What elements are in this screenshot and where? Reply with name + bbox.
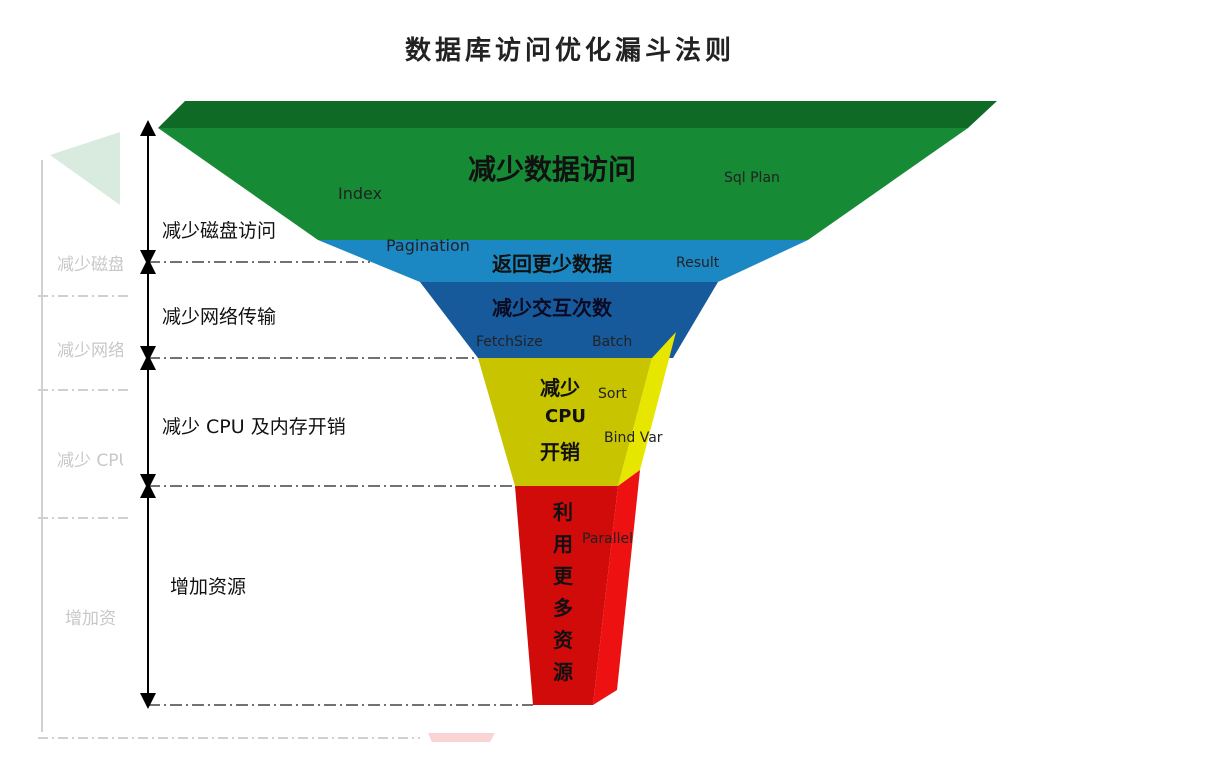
label-add-resources: 增加资源 <box>170 576 247 598</box>
ghost-label-network: 减少网络 <box>57 341 123 361</box>
ghost-label-resources: 增加资 <box>65 609 116 629</box>
stage-reduce-cpu-line2: CPU <box>545 406 587 427</box>
tech-sql-plan: Sql Plan <box>724 170 780 186</box>
stage-reduce-cpu-line3: 开销 <box>540 440 580 464</box>
tech-parallel: Parallel <box>582 531 634 547</box>
ghost-funnel-top <box>50 132 120 205</box>
tech-bind-var: Bind Var <box>604 430 663 446</box>
funnel-segment-red <box>515 486 618 705</box>
stage-reduce-interactions: 减少交互次数 <box>492 296 612 320</box>
tech-index: Index <box>338 184 383 203</box>
tech-sort: Sort <box>598 386 627 402</box>
tech-fetchsize: FetchSize <box>476 334 543 350</box>
ghost-axis <box>38 160 420 739</box>
tech-result: Result <box>676 255 720 271</box>
label-reduce-cpu: 减少 CPU 及内存开销 <box>162 416 346 438</box>
funnel-segment-green <box>158 128 968 240</box>
funnel-rim <box>158 101 997 128</box>
label-reduce-network: 减少网络传输 <box>162 306 277 328</box>
label-reduce-disk: 减少磁盘访问 <box>162 220 277 242</box>
funnel-segment-red-side <box>593 470 640 705</box>
stage-reduce-data-access: 减少数据访问 <box>468 153 637 186</box>
tech-pagination: Pagination <box>386 236 470 255</box>
funnel-segment-lightblue <box>318 240 808 282</box>
funnel-segment-yellow-side <box>618 332 676 486</box>
ghost-label-disk: 减少磁盘 <box>57 255 123 275</box>
ghost-funnel-bottom <box>428 733 495 742</box>
stage-reduce-cpu-line1: 减少 <box>540 376 580 400</box>
dash-separators <box>148 261 533 706</box>
ghost-label-cpu: 减少 CPU <box>57 451 123 471</box>
stage-use-more-resources: 利用更多资源 <box>553 500 573 684</box>
funnel-segment-yellow <box>478 358 652 486</box>
stage-return-less-data: 返回更少数据 <box>492 252 612 276</box>
tech-batch: Batch <box>592 334 633 350</box>
funnel-segment-darkblue <box>420 282 718 358</box>
page-title: 数据库访问优化漏斗法则 <box>404 36 735 66</box>
